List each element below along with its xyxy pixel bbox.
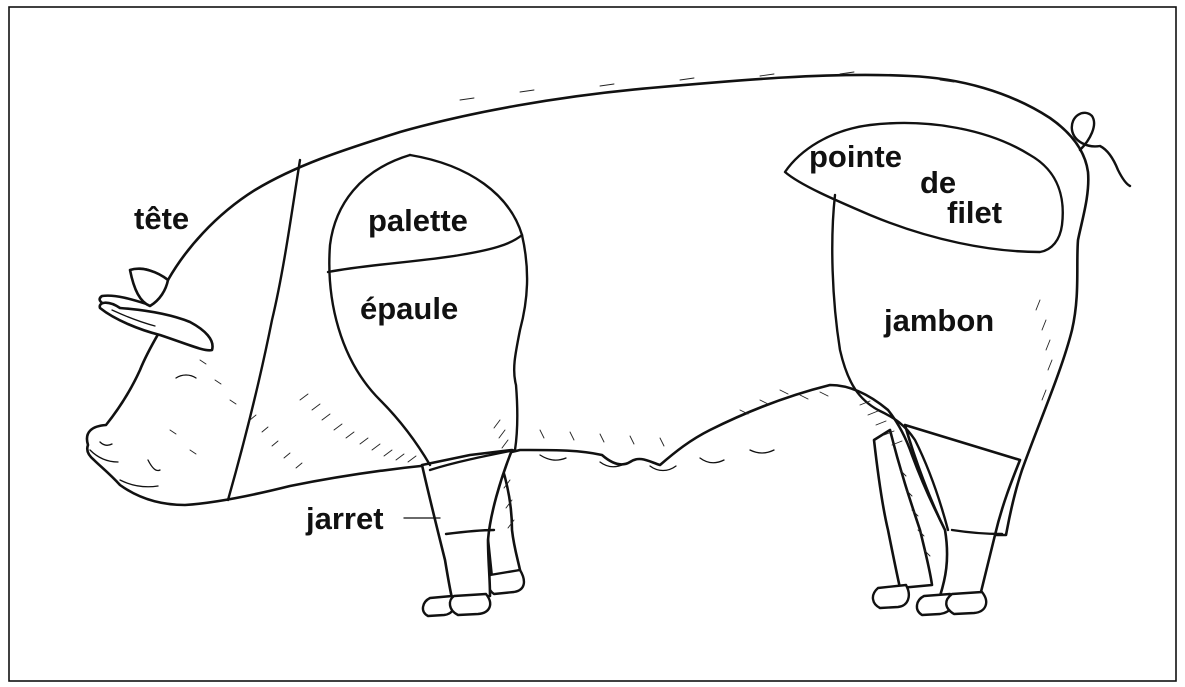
- label-palette: palette: [368, 203, 468, 238]
- label-filet: filet: [947, 195, 1002, 230]
- label-jambon: jambon: [883, 303, 994, 338]
- far-front-hoof: [488, 570, 524, 594]
- label-jarret: jarret: [305, 501, 384, 536]
- near-front-hoof-2: [450, 594, 490, 615]
- label-tete: tête: [134, 201, 189, 236]
- far-back-hoof: [873, 585, 909, 608]
- label-epaule: épaule: [360, 291, 458, 326]
- near-back-hoof-2: [946, 592, 986, 614]
- far-legs: [478, 430, 932, 608]
- label-pointe: pointe: [809, 139, 902, 174]
